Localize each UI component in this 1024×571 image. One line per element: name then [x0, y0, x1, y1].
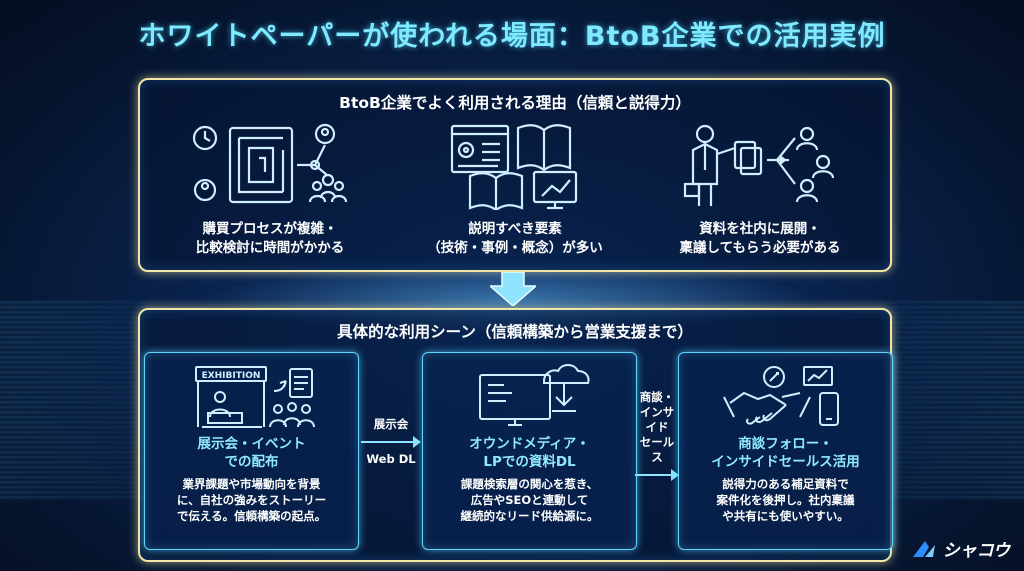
connector-exhibition-to-web: 展示会 Web DL	[360, 416, 422, 466]
right-arrow-icon	[635, 469, 679, 481]
reason-text-line2: 稟議してもらう必要がある	[679, 240, 841, 256]
card-desc-line1: 説得力のある補足資料で	[722, 477, 849, 491]
booth-label: EXHIBITION	[201, 371, 260, 381]
exhibition-booth-icon: EXHIBITION	[194, 366, 315, 428]
documents-icon	[450, 124, 578, 210]
reasons-heading: BtoB企業でよく利用される理由（信頼と説得力）	[339, 94, 691, 112]
connector-web-to-sales: 商談・ インサイド セールス	[635, 390, 679, 485]
card-desc-line2: に、自社の強みをストーリー	[176, 493, 327, 507]
logo-text: シャコウ	[942, 541, 1010, 561]
reason-text-line2: （技術・事例・概念）が多い	[427, 240, 603, 256]
scene-card-sales-follow: 商談フォロー・ インサイドセールス活用 説得力のある補足資料で 案件化を後押し。…	[678, 352, 893, 550]
reason-many-elements: 説明すべき要素 （技術・事例・概念）が多い	[400, 120, 630, 258]
card-title-line1: オウンドメディア・	[469, 436, 590, 452]
connector-label-bottom: Web DL	[366, 452, 416, 466]
connector-label-top: 展示会	[373, 417, 409, 431]
handshake-icon	[722, 366, 839, 426]
right-arrow-icon	[361, 436, 421, 448]
card-title-line2: LPでの資料DL	[483, 454, 576, 470]
connector-label-line2: インサイド	[639, 405, 675, 434]
card-desc-line2: 広告やSEOと連動して	[470, 493, 589, 507]
scenes-heading: 具体的な利用シーン（信頼構築から営業支援まで）	[337, 323, 693, 341]
down-arrow-icon	[490, 272, 536, 306]
share-docs-icon	[683, 124, 835, 206]
card-title-line2: インサイドセールス活用	[711, 454, 860, 470]
card-desc-line1: 業界課題や市場動向を背景	[182, 477, 321, 491]
reason-text-line1: 資料を社内に展開・	[699, 221, 821, 237]
card-desc-line3: で伝える。信頼構築の起点。	[176, 509, 327, 523]
card-title-line1: 商談フォロー・	[738, 436, 833, 452]
connector-label-line3: セールス	[639, 435, 675, 464]
card-desc-line3: 継続的なリード供給源に。	[460, 509, 599, 523]
brand-logo: シャコウ	[911, 536, 1010, 561]
card-desc-line2: 案件化を後押し。社内稟議	[716, 493, 855, 507]
card-desc-line1: 課題検索層の関心を惹き、	[460, 477, 599, 491]
card-desc-line3: や共有にも使いやすい。	[722, 509, 849, 523]
reason-complex-process: 購買プロセスが複雑・ 比較検討に時間がかかる	[155, 120, 385, 258]
scenes-panel: 具体的な利用シーン（信頼構築から営業支援まで） EXHIBITION 展示会・イ…	[138, 308, 893, 562]
download-monitor-icon	[478, 364, 589, 426]
connector-label-line1: 商談・	[639, 390, 675, 404]
card-title-line1: 展示会・イベント	[197, 436, 306, 452]
maze-decision-icon	[192, 123, 348, 204]
scene-card-owned-media: オウンドメディア・ LPでの資料DL 課題検索層の関心を惹き、 広告やSEOと連…	[422, 352, 637, 550]
reason-text-line2: 比較検討に時間がかかる	[195, 240, 345, 256]
reason-text-line1: 購買プロセスが複雑・	[202, 221, 338, 237]
page-title: ホワイトペーパーが使われる場面：BtoB企業での活用実例	[138, 21, 886, 52]
logo-mark-icon	[912, 540, 935, 557]
reason-internal-approval: 資料を社内に展開・ 稟議してもらう必要がある	[645, 120, 875, 258]
reasons-panel: BtoB企業でよく利用される理由（信頼と説得力） 購買プロセスが複雑・ 比較検討…	[138, 78, 892, 272]
reason-text-line1: 説明すべき要素	[468, 221, 562, 237]
card-title-line2: での配布	[224, 454, 279, 470]
scene-card-exhibition: EXHIBITION 展示会・イベント での配布 業界課題や市場動向を背景 に、…	[144, 352, 359, 550]
